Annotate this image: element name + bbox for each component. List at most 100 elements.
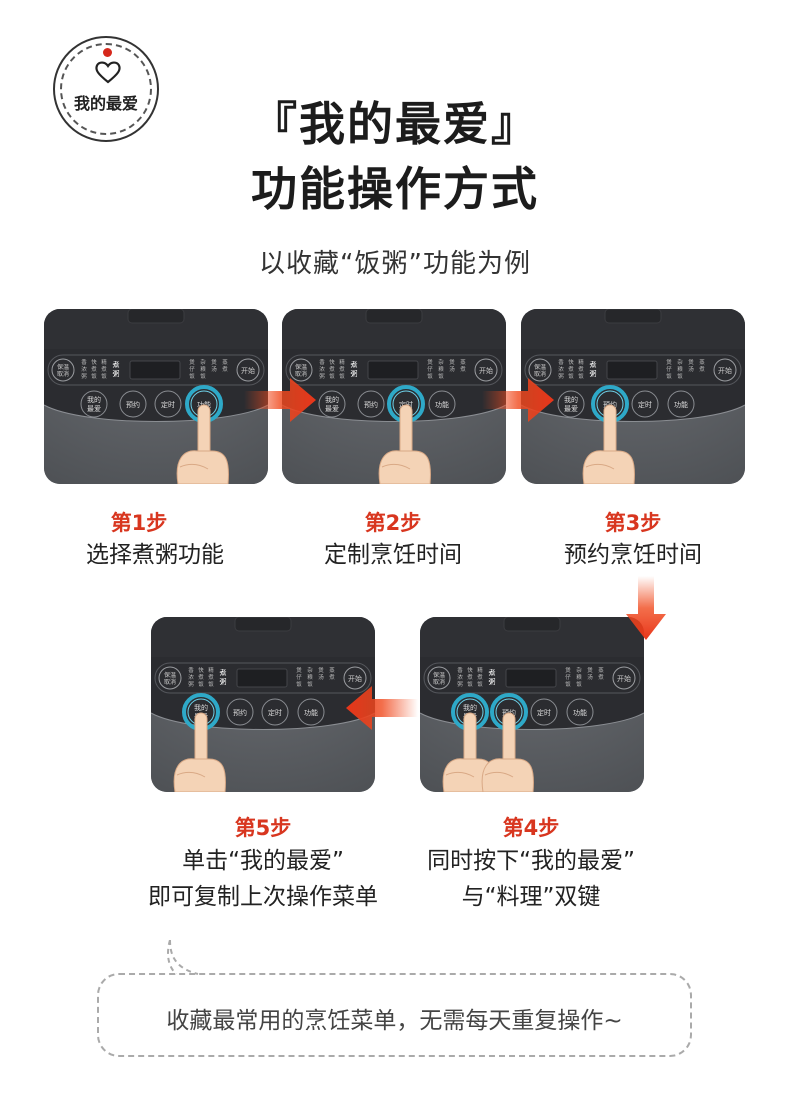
porridge-mode-label: 粥 <box>590 369 597 378</box>
mode-option-label: 煮 <box>101 365 107 373</box>
mode-option-label: 精 <box>477 666 483 674</box>
mode-option-label: 煮 <box>477 673 483 681</box>
keep-warm-button-label: 保温 <box>433 671 445 679</box>
mode-option-label: 粥 <box>319 372 325 380</box>
mode-option-label: 蒸 <box>598 666 604 674</box>
favorite-button-label: 我的 <box>463 703 477 712</box>
start-button-label: 开始 <box>241 366 255 375</box>
arrow-left-icon <box>346 686 418 730</box>
mode-option-label: 香 <box>188 666 194 674</box>
favorite-button-label: 我的 <box>325 395 339 404</box>
pointing-finger-icon <box>481 712 534 792</box>
mode-option-label: 煲 <box>189 358 195 366</box>
keep-warm-button-label: 取消 <box>433 678 445 686</box>
mode-option-label: 粮 <box>576 673 582 681</box>
mode-option-label: 精 <box>578 358 584 366</box>
mode-option-label: 浓 <box>319 365 325 373</box>
mode-option-label: 杂 <box>200 358 206 366</box>
mode-option-label: 精 <box>101 358 107 366</box>
mode-option-label: 煮 <box>467 673 473 681</box>
step-4-desc-line1: 同时按下“我的最爱” <box>427 848 635 874</box>
pointing-finger-icon <box>176 404 229 484</box>
mode-option-label: 饭 <box>576 680 582 688</box>
cooker-panel-step-5: 保温取消香浓粥快煮饭精煮饭煮粥煲仔饭杂粮饭煲汤蒸煮开始我的最爱预约定时功能 <box>151 617 375 792</box>
mode-option-label: 煲 <box>296 666 302 674</box>
cooker-panel-step-2: 保温取消香浓粥快煮饭精煮饭煮粥煲仔饭杂粮饭煲汤蒸煮开始我的最爱预约定时功能 <box>282 309 506 484</box>
mode-option-label: 煮 <box>568 365 574 373</box>
mode-option-label: 饭 <box>296 680 302 688</box>
favorite-button-label: 我的 <box>87 395 101 404</box>
mode-option-label: 煮 <box>578 365 584 373</box>
timer-button-label: 定时 <box>537 708 551 717</box>
mode-option-label: 饭 <box>578 372 584 380</box>
step-3-desc: 预约烹饪时间 <box>564 542 702 568</box>
mode-option-label: 精 <box>208 666 214 674</box>
mode-option-label: 粥 <box>457 680 463 688</box>
step-2-label: 第2步 <box>364 511 422 535</box>
mode-option-label: 仔 <box>666 365 672 373</box>
favorite-button-label: 最爱 <box>564 405 578 413</box>
badge-red-dot <box>103 48 112 57</box>
mode-option-label: 饭 <box>189 372 195 380</box>
mode-option-label: 快 <box>198 666 204 674</box>
mode-option-label: 汤 <box>587 673 593 681</box>
tip-bubble: 收藏最常用的烹饪菜单，无需每天重复操作~ <box>97 973 692 1057</box>
mode-option-label: 浓 <box>81 365 87 373</box>
mode-option-label: 香 <box>319 358 325 366</box>
favorite-badge: 我的最爱 <box>53 36 159 142</box>
reserve-button-label: 预约 <box>126 400 140 409</box>
mode-option-label: 煮 <box>222 365 228 373</box>
mode-option-label: 粥 <box>81 372 87 380</box>
keep-warm-button-label: 保温 <box>164 671 176 679</box>
porridge-mode-label: 煮 <box>220 668 227 677</box>
mode-option-label: 汤 <box>211 365 217 373</box>
mode-option-label: 快 <box>568 358 574 366</box>
porridge-mode-label: 煮 <box>351 360 358 369</box>
reserve-button-label: 预约 <box>364 400 378 409</box>
mode-option-label: 煲 <box>318 666 324 674</box>
pointing-finger-icon <box>582 404 635 484</box>
mode-option-label: 煲 <box>666 358 672 366</box>
step-3-label: 第3步 <box>604 511 662 535</box>
keep-warm-button-label: 保温 <box>534 363 546 371</box>
mode-option-label: 浓 <box>558 365 564 373</box>
keep-warm-button-label: 保温 <box>57 363 69 371</box>
favorite-button-label: 最爱 <box>87 405 101 413</box>
mode-option-label: 快 <box>329 358 335 366</box>
function-button-label: 功能 <box>674 400 688 409</box>
step-1-desc: 选择煮粥功能 <box>86 542 224 568</box>
favorite-button-label: 最爱 <box>325 405 339 413</box>
porridge-mode-label: 粥 <box>113 369 120 378</box>
mode-option-label: 煮 <box>598 673 604 681</box>
mode-option-label: 汤 <box>688 365 694 373</box>
arrow-down-icon <box>626 576 666 640</box>
mode-option-label: 香 <box>81 358 87 366</box>
mode-option-label: 蒸 <box>699 358 705 366</box>
mode-option-label: 香 <box>558 358 564 366</box>
mode-option-label: 煲 <box>427 358 433 366</box>
mode-option-label: 杂 <box>438 358 444 366</box>
page-title-line2: 功能操作方式 <box>251 162 539 216</box>
mode-option-label: 粮 <box>200 365 206 373</box>
favorite-button-label: 我的 <box>194 703 208 712</box>
mode-option-label: 汤 <box>318 673 324 681</box>
mode-option-label: 饭 <box>208 680 214 688</box>
mode-option-label: 蒸 <box>329 666 335 674</box>
pointing-finger-icon <box>442 712 495 792</box>
function-button-label: 功能 <box>573 708 587 717</box>
mode-option-label: 煮 <box>198 673 204 681</box>
cooker-panel-step-3: 保温取消香浓粥快煮饭精煮饭煮粥煲仔饭杂粮饭煲汤蒸煮开始我的最爱预约定时功能 <box>521 309 745 484</box>
mode-option-label: 饭 <box>101 372 107 380</box>
mode-option-label: 粮 <box>677 365 683 373</box>
mode-option-label: 仔 <box>296 673 302 681</box>
keep-warm-button-label: 取消 <box>164 678 176 686</box>
tip-text: 收藏最常用的烹饪菜单，无需每天重复操作~ <box>166 1008 623 1034</box>
mode-option-label: 香 <box>457 666 463 674</box>
mode-option-label: 杂 <box>576 666 582 674</box>
mode-option-label: 饭 <box>200 372 206 380</box>
mode-option-label: 煮 <box>339 365 345 373</box>
mode-option-label: 粥 <box>558 372 564 380</box>
mode-option-label: 煮 <box>699 365 705 373</box>
pointing-finger-icon <box>173 712 226 792</box>
mode-option-label: 饭 <box>467 680 473 688</box>
